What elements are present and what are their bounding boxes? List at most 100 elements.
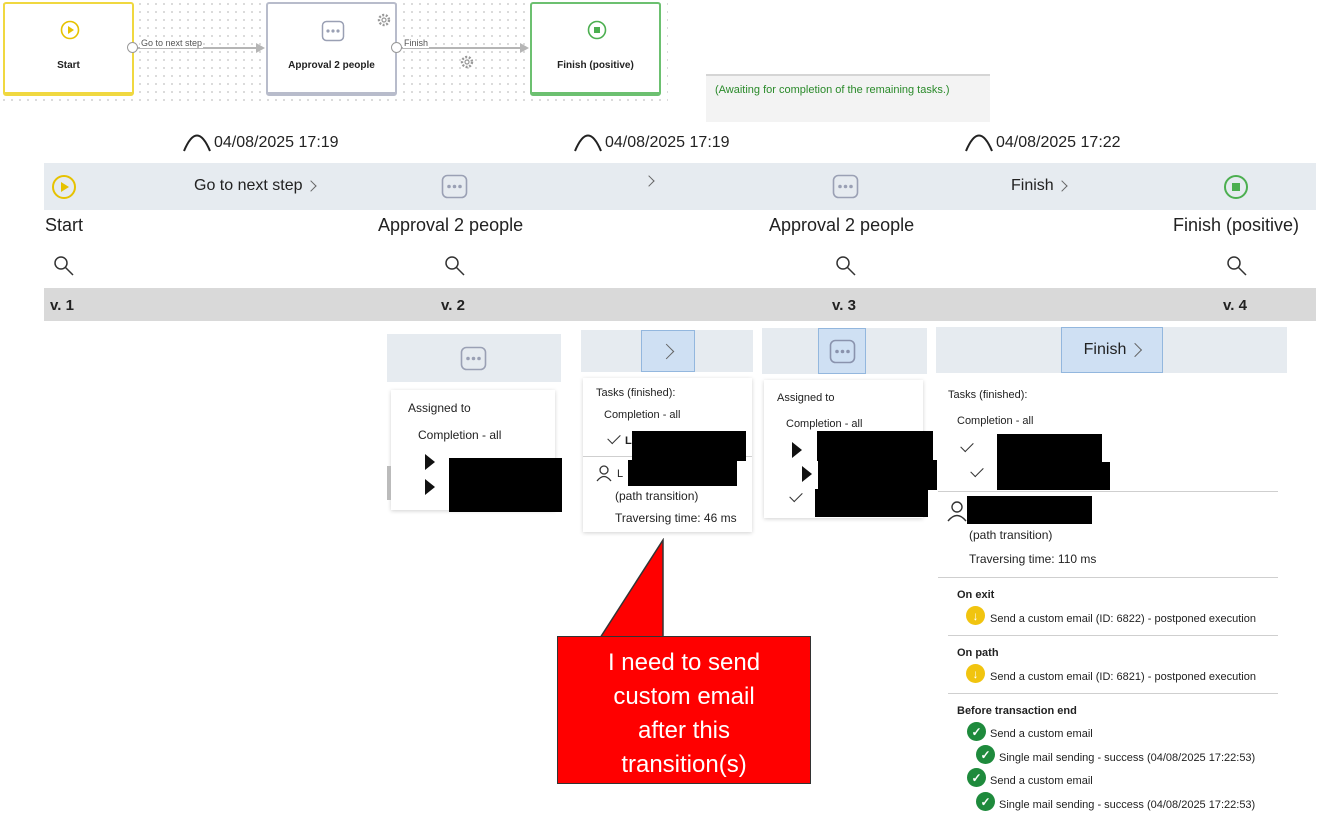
gear-icon[interactable] — [459, 54, 475, 70]
node-label: Start — [57, 60, 80, 71]
chevron-right-icon — [1128, 342, 1143, 358]
redacted-block — [815, 489, 928, 517]
transition-label: Go to next step — [194, 177, 303, 194]
panel-finish: Tasks (finished): Completion - all (path… — [938, 378, 1278, 819]
success-icon: ✓ — [976, 792, 995, 811]
connector-go-next[interactable] — [134, 47, 258, 49]
chevron-right-icon — [658, 343, 674, 359]
check-icon — [970, 463, 984, 478]
step-name: Start — [45, 215, 84, 235]
chevron-right-icon — [643, 175, 655, 187]
postponed-icon: ↓ — [966, 606, 985, 625]
separator — [938, 491, 1278, 492]
connector-port[interactable] — [391, 42, 402, 53]
assigned-to-label: Assigned to — [408, 401, 471, 415]
completion-label: Completion - all — [604, 409, 681, 421]
version-bar — [44, 288, 1316, 321]
search-icon[interactable] — [1226, 255, 1248, 277]
version-label: v. 4 — [1223, 297, 1247, 314]
node-start[interactable]: Start — [3, 2, 134, 96]
connector-port[interactable] — [127, 42, 138, 53]
step-name: Approval 2 people — [378, 215, 524, 235]
redacted-block — [449, 458, 562, 512]
stop-icon — [587, 20, 607, 40]
finish-transition-button[interactable]: Finish — [1061, 327, 1163, 373]
redacted-block — [818, 460, 937, 490]
on-path-action[interactable]: Send a custom email (ID: 6821) - postpon… — [990, 671, 1256, 683]
task-icon[interactable] — [441, 174, 468, 199]
expand-icon[interactable] — [425, 479, 435, 495]
connector-finish[interactable] — [397, 47, 522, 49]
gear-icon[interactable] — [376, 12, 392, 28]
action-title[interactable]: Send a custom email — [990, 775, 1093, 787]
action-result: Single mail sending - success (04/08/202… — [999, 752, 1256, 764]
action-title[interactable]: Send a custom email — [990, 728, 1093, 740]
play-icon[interactable] — [51, 174, 77, 200]
expand-icon[interactable] — [792, 442, 802, 458]
search-icon[interactable] — [444, 255, 466, 277]
traversing-time: Traversing time: 46 ms — [615, 511, 737, 525]
step-name: Approval 2 people — [769, 215, 915, 235]
redacted-block — [632, 431, 746, 461]
on-exit-action[interactable]: Send a custom email (ID: 6822) - postpon… — [990, 613, 1256, 625]
person-icon — [947, 501, 967, 522]
task-icon[interactable] — [460, 346, 487, 371]
version-label: v. 2 — [441, 297, 465, 314]
timestamp: 04/08/2025 17:19 — [214, 134, 339, 151]
transition-label: Finish — [1011, 177, 1054, 194]
separator — [948, 635, 1278, 636]
redacted-block — [817, 431, 933, 461]
path-transition-label: (path transition) — [969, 528, 1053, 542]
transition-unnamed[interactable] — [641, 175, 655, 187]
completion-label: Completion - all — [957, 415, 1034, 427]
stop-icon[interactable] — [1223, 174, 1249, 200]
action-result: Single mail sending - success (04/08/202… — [999, 799, 1256, 811]
tasks-finished-label: Tasks (finished): — [596, 387, 676, 399]
version-label: v. 1 — [50, 297, 74, 314]
check-icon — [789, 488, 803, 503]
expand-icon[interactable] — [425, 454, 435, 470]
task-icon[interactable] — [832, 174, 859, 199]
on-path-heading: On path — [957, 647, 999, 659]
postponed-icon: ↓ — [966, 664, 985, 683]
search-icon[interactable] — [835, 255, 857, 277]
timestamp: 04/08/2025 17:19 — [605, 134, 730, 151]
expand-icon[interactable] — [802, 466, 812, 482]
separator — [938, 577, 1278, 578]
user-initial: L — [617, 468, 624, 480]
search-icon[interactable] — [53, 255, 75, 277]
success-icon: ✓ — [967, 722, 986, 741]
version-label: v. 3 — [832, 297, 856, 314]
node-approval[interactable]: Approval 2 people — [266, 2, 397, 96]
connector-label-finish: Finish — [403, 38, 430, 48]
history-entry-user: 04/08/2025 17:19 — [573, 126, 730, 152]
awaiting-message: (Awaiting for completion of the remainin… — [706, 74, 990, 122]
on-exit-heading: On exit — [957, 589, 995, 601]
task-button[interactable] — [818, 328, 866, 374]
user-initial: L — [625, 435, 632, 447]
check-icon — [607, 430, 621, 445]
finish-button-label: Finish — [1083, 341, 1127, 358]
completion-label: Completion - all — [786, 418, 863, 430]
connector-label-go-next: Go to next step — [140, 38, 204, 48]
transition-go-next[interactable]: Go to next step — [194, 177, 317, 195]
history-transition-bar — [44, 163, 1316, 210]
scrollbar[interactable] — [387, 466, 391, 500]
callout-note: I need to send custom email after this t… — [557, 636, 811, 784]
path-transition-label: (path transition) — [615, 489, 699, 503]
chevron-right-icon — [304, 180, 317, 192]
timestamp: 04/08/2025 17:22 — [996, 134, 1121, 151]
step-name: Finish (positive) — [1173, 215, 1300, 235]
transition-button[interactable] — [641, 330, 695, 372]
tasks-finished-label: Tasks (finished): — [948, 389, 1028, 401]
node-finish[interactable]: Finish (positive) — [530, 2, 661, 96]
play-icon — [60, 20, 80, 40]
person-icon — [596, 465, 612, 482]
callout-line: transition(s) — [621, 751, 747, 778]
task-icon — [321, 20, 345, 42]
before-end-heading: Before transaction end — [957, 705, 1077, 717]
task-icon — [829, 339, 855, 363]
callout-line: custom email — [613, 683, 755, 710]
user-icon — [574, 134, 602, 152]
transition-finish[interactable]: Finish — [1011, 177, 1068, 195]
